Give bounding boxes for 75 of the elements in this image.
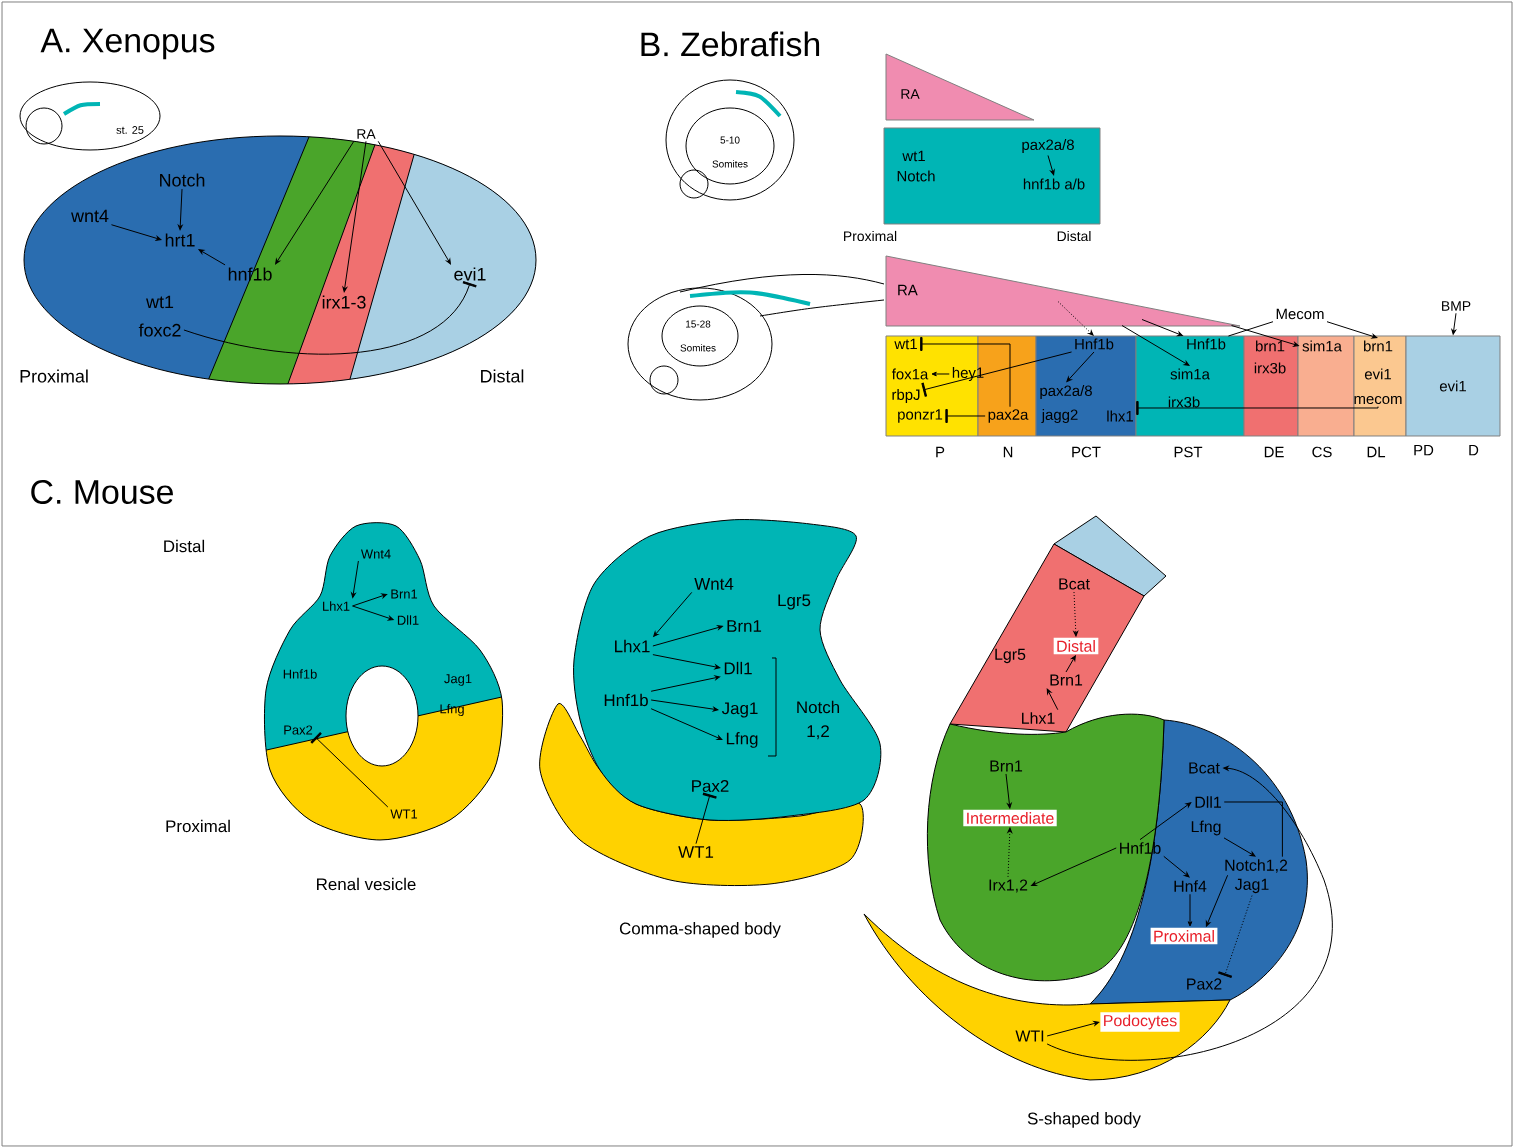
arrow [110,224,162,241]
gene-label: Hnf1b [604,693,648,707]
arrow [1141,319,1183,337]
arrow [652,654,721,670]
inhibition-line [920,337,1011,408]
panel-title: A. Xenopus [40,28,215,60]
gene-label: Brn1 [727,620,762,632]
arrow [650,699,719,712]
axis-label: Distal [481,369,524,383]
arrow [650,675,721,692]
gene-label: wt1 [146,295,174,309]
arrow [1046,688,1059,711]
arrow [1223,837,1256,857]
panel-title: C. Mouse [31,480,173,504]
gene-label: Pax2 [692,780,729,792]
arrow [1163,855,1190,878]
arrow [377,140,451,265]
gene-label: Notch 1,2 [797,700,839,740]
arrow [1057,301,1094,336]
arrow [351,560,359,599]
gene-label: Dll1 [724,661,752,675]
gene-label: Lhx1 [615,639,650,653]
arrow [1073,591,1079,637]
axis-label: Proximal [20,369,88,383]
inhibition-line [310,732,389,808]
arrow [1031,847,1117,886]
arrow [177,188,183,231]
arrow [1326,321,1378,339]
inhibition-line [921,351,1073,397]
gene-label: WT1 [678,846,714,858]
gene-label: evi1 [454,267,486,281]
gene-label: Lgr5 [778,594,811,610]
caption: Renal vesicle [317,877,416,891]
axis-label: Distal [164,539,205,553]
arrow [1451,312,1457,335]
axis-label: Proximal [166,819,230,833]
arrow [1046,1021,1100,1037]
inhibition-line [945,409,986,423]
arrow [931,371,950,377]
arrow [1205,874,1229,927]
gene-label: hrt1 [165,233,195,247]
arrow [1231,325,1299,347]
gene-label: Notch [160,173,205,187]
gene-label: wnt4 [71,209,109,223]
arrow [352,605,394,621]
gene-label: irx1-3 [322,295,366,309]
arrow [1139,802,1192,841]
arrow [275,140,355,265]
arrow [1187,893,1193,927]
arrow [1007,827,1013,878]
inhibition-line [1218,895,1253,978]
panel-title: B. Zebrafish [641,31,820,57]
connector-line [1227,321,1274,337]
connector-line [1223,801,1283,858]
arrow [1066,351,1095,383]
arrow [1005,773,1012,809]
gene-label: Jag1 [721,702,758,718]
inhibition-line [695,792,717,845]
arrow [653,591,693,637]
arrow [198,249,226,266]
caption: S-shaped body [1027,1112,1141,1128]
arrow [1065,655,1076,673]
inhibition-line [183,281,477,355]
arrow [1047,154,1055,176]
arrow [342,140,367,293]
gene-label: Lfng [726,732,758,748]
gene-label: foxc2 [138,323,181,337]
arrow [652,625,723,647]
arrow [1046,765,1333,1061]
caption: Comma-shaped body [619,922,781,938]
gene-label: Wnt4 [694,578,734,590]
arrow [1121,325,1190,366]
inhibition-line [1136,401,1379,415]
arrow [352,593,388,607]
arrow [650,708,723,740]
